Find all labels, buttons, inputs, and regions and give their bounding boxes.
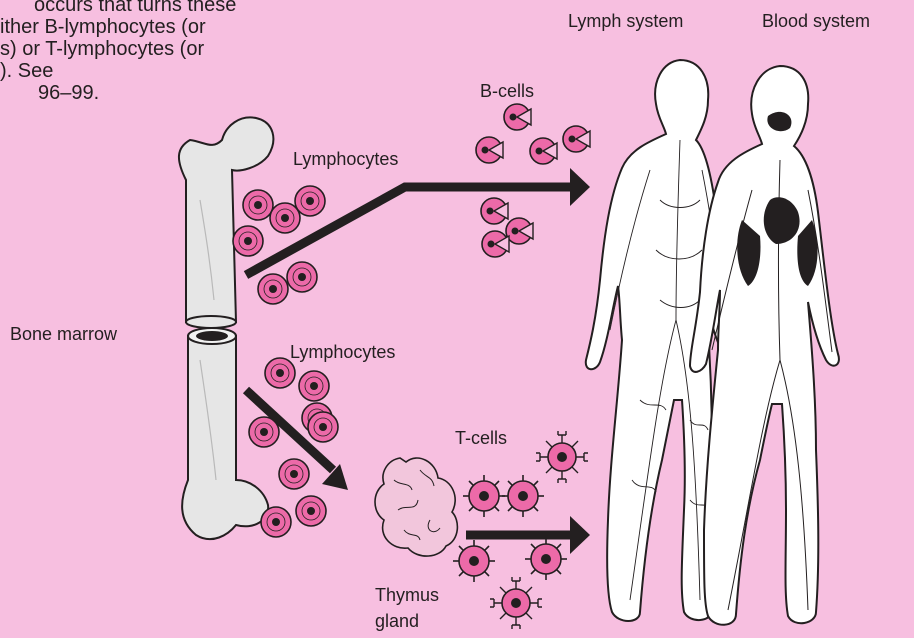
bone-marrow-label: Bone marrow xyxy=(10,323,117,345)
lymphocyte-icon xyxy=(287,262,317,292)
lymphocytes-label-top: Lymphocytes xyxy=(293,148,398,170)
lymphocyte-icon xyxy=(270,203,300,233)
t-cells-label: T-cells xyxy=(455,427,507,449)
t-cell-icon xyxy=(490,577,542,629)
t-cell-icon xyxy=(502,475,544,517)
lymphocyte-icon xyxy=(243,190,273,220)
lymphocyte-icon xyxy=(296,496,326,526)
lymphocytes-label-bottom: Lymphocytes xyxy=(290,341,395,363)
blood-system-figure-icon xyxy=(690,66,839,625)
b-cell-icon xyxy=(481,198,508,224)
lymphocyte-icon xyxy=(308,412,338,442)
lymphocyte-icon xyxy=(249,417,279,447)
blood-system-label: Blood system xyxy=(762,10,870,32)
thymus-gland-icon xyxy=(375,458,457,556)
lymphocyte-icon xyxy=(279,459,309,489)
b-cell-icon xyxy=(506,218,533,244)
thymus-label-line1: Thymus xyxy=(375,584,439,606)
b-cell-icon xyxy=(504,104,531,130)
thymus-label-line2: gland xyxy=(375,610,419,632)
lymph-system-label: Lymph system xyxy=(568,10,683,32)
b-cells-label: B-cells xyxy=(480,80,534,102)
lymphocyte-icon xyxy=(295,186,325,216)
t-cell-icon xyxy=(536,431,588,483)
lymphocyte-icon xyxy=(261,507,291,537)
t-cell-icon xyxy=(453,540,495,582)
t-cell-cluster xyxy=(453,431,588,629)
lymphocyte-icon xyxy=(299,371,329,401)
lymphocyte-icon xyxy=(258,274,288,304)
lymphocyte-cluster-top xyxy=(233,186,325,304)
arrow-to-body-bottom xyxy=(466,516,590,554)
b-cell-icon xyxy=(530,138,557,164)
lymphocyte-icon xyxy=(233,226,263,256)
t-cell-icon xyxy=(463,475,505,517)
b-cell-icon xyxy=(476,137,503,163)
b-cell-icon xyxy=(563,126,590,152)
b-cell-icon xyxy=(482,231,509,257)
t-cell-icon xyxy=(525,538,567,580)
